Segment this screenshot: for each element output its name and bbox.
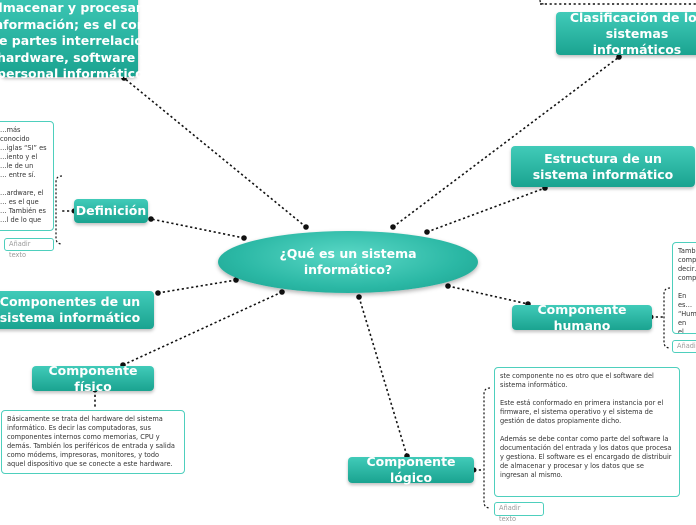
note-definicion-text: …más conocido …iglas “SI” es …iento y el… xyxy=(0,126,47,224)
add-text-label-partial: Añadi… xyxy=(677,342,696,350)
note-logico[interactable]: ste componente no es otro que el softwar… xyxy=(494,367,680,497)
note-logico-text-1: ste componente no es otro que el softwar… xyxy=(500,372,654,389)
add-text-button-logico[interactable]: Añadir texto xyxy=(494,502,544,523)
note-logico-text-2: Este está conformado en primera instanci… xyxy=(500,399,664,425)
note-logico-text-3: Además se debe contar como parte del sof… xyxy=(500,435,672,479)
note-definicion[interactable]: …más conocido …iglas “SI” es …iento y el… xyxy=(0,121,54,231)
note-humano[interactable]: Tamb… comp… decir… comp… En es… “Hum… en… xyxy=(672,242,696,334)
add-text-button-humano[interactable]: Añadi… xyxy=(672,340,696,353)
node-componente-logico-label: Componente lógico xyxy=(366,454,456,485)
node-componente-logico[interactable]: Componente lógico xyxy=(348,454,474,485)
definition-line-4: hardware, software y xyxy=(0,49,148,65)
definition-line-5: personal informático. xyxy=(0,66,149,81)
node-componentes[interactable]: Componentes de un sistema informático xyxy=(0,291,154,329)
node-clasificacion-label: Clasificación de los sistemas informátic… xyxy=(569,9,696,57)
note-humano-text: Tamb… comp… decir… comp… En es… “Hum… en… xyxy=(678,247,696,334)
add-text-button-definicion[interactable]: Añadir texto xyxy=(4,238,54,259)
note-fisico[interactable]: Básicamente se trata del hardware del si… xyxy=(1,410,185,474)
node-componente-humano[interactable]: Componente humano xyxy=(512,302,652,333)
definition-summary-node[interactable]: almacenar y procesar información; es el … xyxy=(0,0,191,81)
definition-line-1: almacenar y procesar xyxy=(0,0,143,15)
add-text-label-logico: Añadir texto xyxy=(499,504,521,523)
note-fisico-text: Básicamente se trata del hardware del si… xyxy=(7,415,175,468)
add-text-label: Añadir texto xyxy=(9,240,31,259)
node-componente-humano-label: Componente humano xyxy=(537,301,627,333)
node-estructura-label: Estructura de un sistema informático xyxy=(532,150,674,182)
node-definicion-label: Definición xyxy=(75,203,147,218)
central-topic[interactable]: ¿Qué es un sistema informático? xyxy=(218,231,478,293)
node-componente-fisico[interactable]: Componente físico xyxy=(32,363,154,394)
definition-line-3: de partes interrelacionadas: xyxy=(0,33,191,48)
node-clasificacion[interactable]: Clasificación de los sistemas informátic… xyxy=(556,9,696,57)
node-estructura[interactable]: Estructura de un sistema informático xyxy=(511,146,695,187)
node-definicion[interactable]: Definición xyxy=(74,199,148,223)
central-topic-label: ¿Qué es un sistema informático? xyxy=(279,246,417,277)
node-componente-fisico-label: Componente físico xyxy=(48,362,138,394)
definition-line-2: información; es el conjunto xyxy=(0,16,183,32)
node-componentes-label: Componentes de un sistema informático xyxy=(0,294,141,325)
